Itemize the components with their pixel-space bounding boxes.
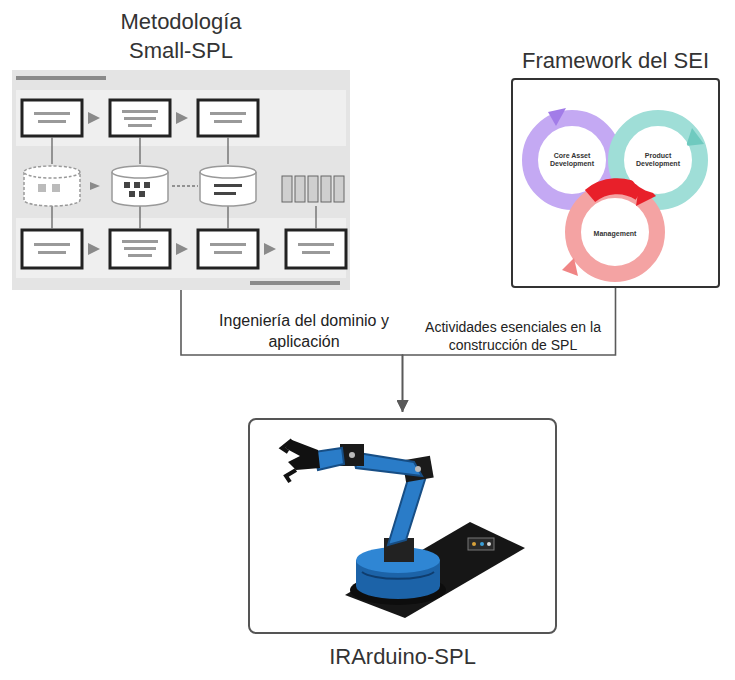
panel-heading: IRArduino-SPL: [273, 642, 533, 672]
product-line-panel: IRArduino-SPL: [248, 418, 557, 634]
cycle-label: Management: [585, 230, 645, 238]
method-panel: Metodología Small-SPL: [12, 70, 350, 290]
framework-panel: Framework del SEI: [511, 78, 720, 288]
connector-arrow: [403, 288, 616, 412]
cycle-label: Core Asset Development: [546, 152, 598, 168]
robot-arm-figure: [282, 440, 525, 618]
edge-label: Ingeniería del dominio y aplicación: [188, 311, 420, 353]
edge-label: Actividades esenciales en la construcció…: [420, 318, 606, 354]
panel-heading: Framework del SEI: [486, 46, 735, 76]
sei-framework-figure: [512, 79, 719, 287]
small-spl-figure: [12, 70, 350, 290]
cycle-label: Product Development: [630, 152, 686, 168]
panel-heading: Metodología Small-SPL: [96, 7, 266, 66]
